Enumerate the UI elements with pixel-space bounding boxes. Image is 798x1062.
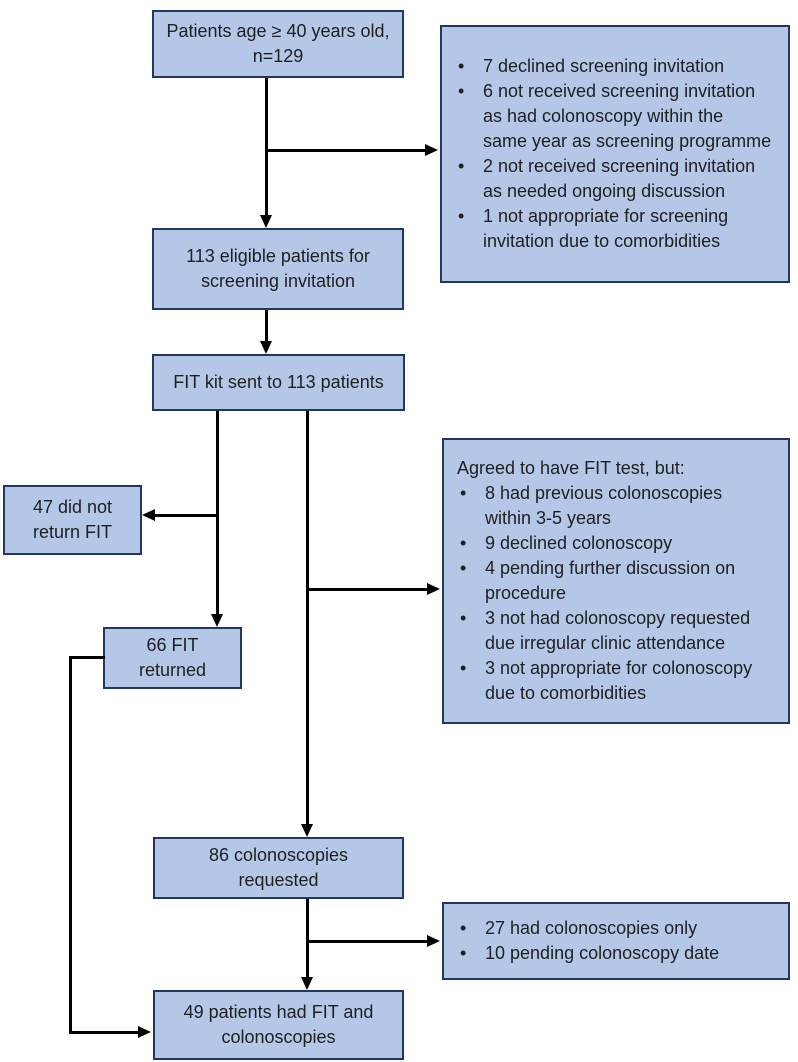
box-fit-and-colonoscopies: 49 patients had FIT and colonoscopies	[153, 990, 404, 1060]
connector-line	[265, 310, 268, 344]
bullet-icon: •	[460, 558, 467, 578]
list-item: • 3 not had colonoscopy requested due ir…	[444, 606, 780, 656]
list-item: • 6 not received screening invitation as…	[442, 79, 780, 154]
list-item: • 1 not appropriate for screening invita…	[442, 204, 780, 254]
arrowhead-right-icon	[427, 935, 440, 947]
connector-line	[265, 78, 268, 218]
arrowhead-right-icon	[425, 144, 438, 156]
box-fit-returned: 66 FIT returned	[103, 627, 242, 689]
bullet-icon: •	[460, 943, 467, 963]
list-item: • 9 declined colonoscopy	[444, 531, 780, 556]
list-item: • 3 not appropriate for colonoscopy due …	[444, 656, 780, 706]
arrowhead-left-icon	[142, 509, 155, 521]
list-item: • 2 not received screening invitation as…	[442, 154, 780, 204]
note-fit-exclusions: Agreed to have FIT test, but: • 8 had pr…	[442, 438, 790, 724]
bullet-icon: •	[460, 483, 467, 503]
arrowhead-down-icon	[260, 341, 272, 354]
arrowhead-down-icon	[301, 824, 313, 837]
bullet-icon: •	[458, 56, 465, 76]
note-colonoscopy-outcomes: • 27 had colonoscopies only • 10 pending…	[442, 902, 790, 980]
connector-line	[306, 940, 429, 943]
arrowhead-down-icon	[260, 215, 272, 228]
note-screening-exclusions: • 7 declined screening invitation • 6 no…	[440, 25, 790, 283]
arrowhead-right-icon	[427, 583, 440, 595]
connector-line	[306, 411, 309, 827]
connector-line	[69, 656, 72, 1034]
list-item: • 10 pending colonoscopy date	[444, 941, 780, 966]
bullet-icon: •	[460, 658, 467, 678]
list-item: • 27 had colonoscopies only	[444, 916, 780, 941]
connector-line	[306, 588, 429, 591]
box-fit-kit-sent: FIT kit sent to 113 patients	[152, 354, 405, 411]
box-fit-not-returned: 47 did not return FIT	[3, 485, 142, 555]
list-item: • 8 had previous colonoscopies within 3-…	[444, 481, 780, 531]
arrowhead-down-icon	[211, 614, 223, 627]
box-colonoscopies-requested: 86 colonoscopies requested	[153, 837, 404, 899]
arrowhead-down-icon	[301, 977, 313, 990]
bullet-icon: •	[460, 533, 467, 553]
list-item: • 4 pending further discussion on proced…	[444, 556, 780, 606]
bullet-icon: •	[458, 156, 465, 176]
arrowhead-right-icon	[138, 1026, 151, 1038]
connector-line	[265, 149, 427, 152]
connector-line	[69, 1031, 140, 1034]
bullet-icon: •	[458, 81, 465, 101]
connector-line	[152, 514, 218, 517]
note-header: Agreed to have FIT test, but:	[457, 458, 685, 478]
list-item: • 7 declined screening invitation	[442, 54, 780, 79]
connector-line	[306, 899, 309, 979]
bullet-icon: •	[460, 608, 467, 628]
connector-line	[69, 656, 105, 659]
box-eligible-patients: 113 eligible patients for screening invi…	[152, 228, 404, 310]
bullet-icon: •	[458, 206, 465, 226]
box-patients-total: Patients age ≥ 40 years old, n=129	[152, 10, 404, 78]
bullet-icon: •	[460, 918, 467, 938]
